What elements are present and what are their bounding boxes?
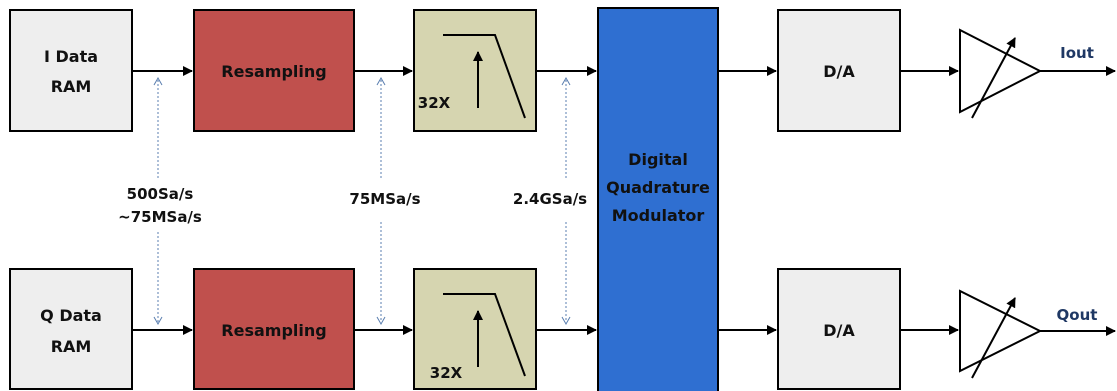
i-data-ram-block (9, 9, 133, 132)
lowpass-filter-icon (443, 293, 526, 377)
q-data-ram-label-line2: RAM (51, 337, 92, 356)
digital-quadrature-modulator-block (597, 7, 719, 391)
lowpass-filter-icon (443, 34, 526, 119)
rate-indicator-filter (561, 76, 571, 326)
variable-amplifier-icon (959, 289, 1043, 379)
q-dac-block (777, 268, 901, 390)
variable-amplifier-icon (959, 28, 1043, 119)
rate-label-ram-line1: 500Sa/s (127, 185, 194, 203)
q-data-ram-label-line1: Q Data (40, 306, 102, 325)
modulator-label-line2: Quadrature (606, 178, 710, 197)
rate-label-resample: 75MSa/s (349, 190, 420, 208)
i-filter-block (413, 9, 537, 132)
i-data-ram-label-line1: I Data (44, 47, 98, 66)
q-output-label: Qout (1057, 306, 1098, 324)
rate-indicator-resample (376, 76, 386, 326)
i-data-ram-label-line2: RAM (51, 77, 92, 96)
q-filter-factor-label: 32X (430, 364, 463, 382)
i-filter-factor-label: 32X (418, 94, 451, 112)
modulator-label-line3: Modulator (612, 206, 705, 225)
q-filter-block (413, 268, 537, 390)
q-resampling-block (193, 268, 355, 390)
q-dac-label: D/A (823, 321, 855, 340)
i-output-label: Iout (1060, 44, 1094, 62)
q-data-ram-block (9, 268, 133, 390)
q-resampling-label: Resampling (221, 321, 326, 340)
i-dac-label: D/A (823, 62, 855, 81)
rate-label-filter: 2.4GSa/s (513, 190, 587, 208)
modulator-label-line1: Digital (628, 150, 688, 169)
rate-label-ram-line2: ~75MSa/s (118, 208, 202, 226)
rate-indicator-ram (153, 76, 163, 326)
i-resampling-label: Resampling (221, 62, 326, 81)
